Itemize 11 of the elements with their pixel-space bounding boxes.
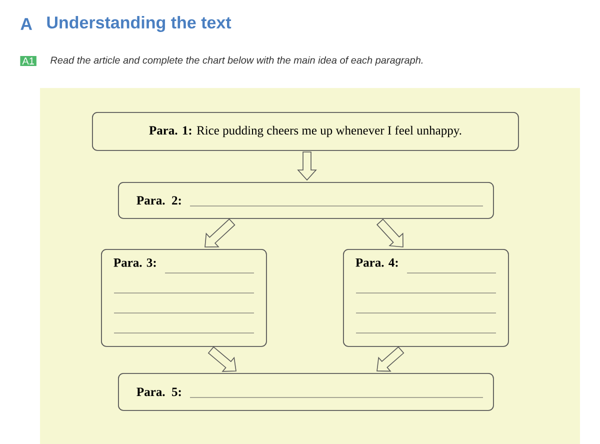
- text-box: Para. 1: Rice pudding cheers me up whenever I feel unhappy.: [92, 112, 519, 151]
- block-arrow: [376, 218, 404, 248]
- text-box: Para. 5:: [118, 373, 494, 411]
- heading: Understanding the text: [47, 16, 232, 32]
- section-letter: A: [20, 18, 32, 30]
- block-arrow: [297, 152, 317, 181]
- text-box: Para. 4:: [343, 249, 509, 347]
- text-box: Para. 2:: [118, 182, 494, 219]
- instruction: Read the article and complete the chart below with the main idea of each paragraph.: [50, 56, 422, 66]
- text-box: Para. 3:: [101, 249, 267, 347]
- task-badge: A1: [20, 56, 36, 66]
